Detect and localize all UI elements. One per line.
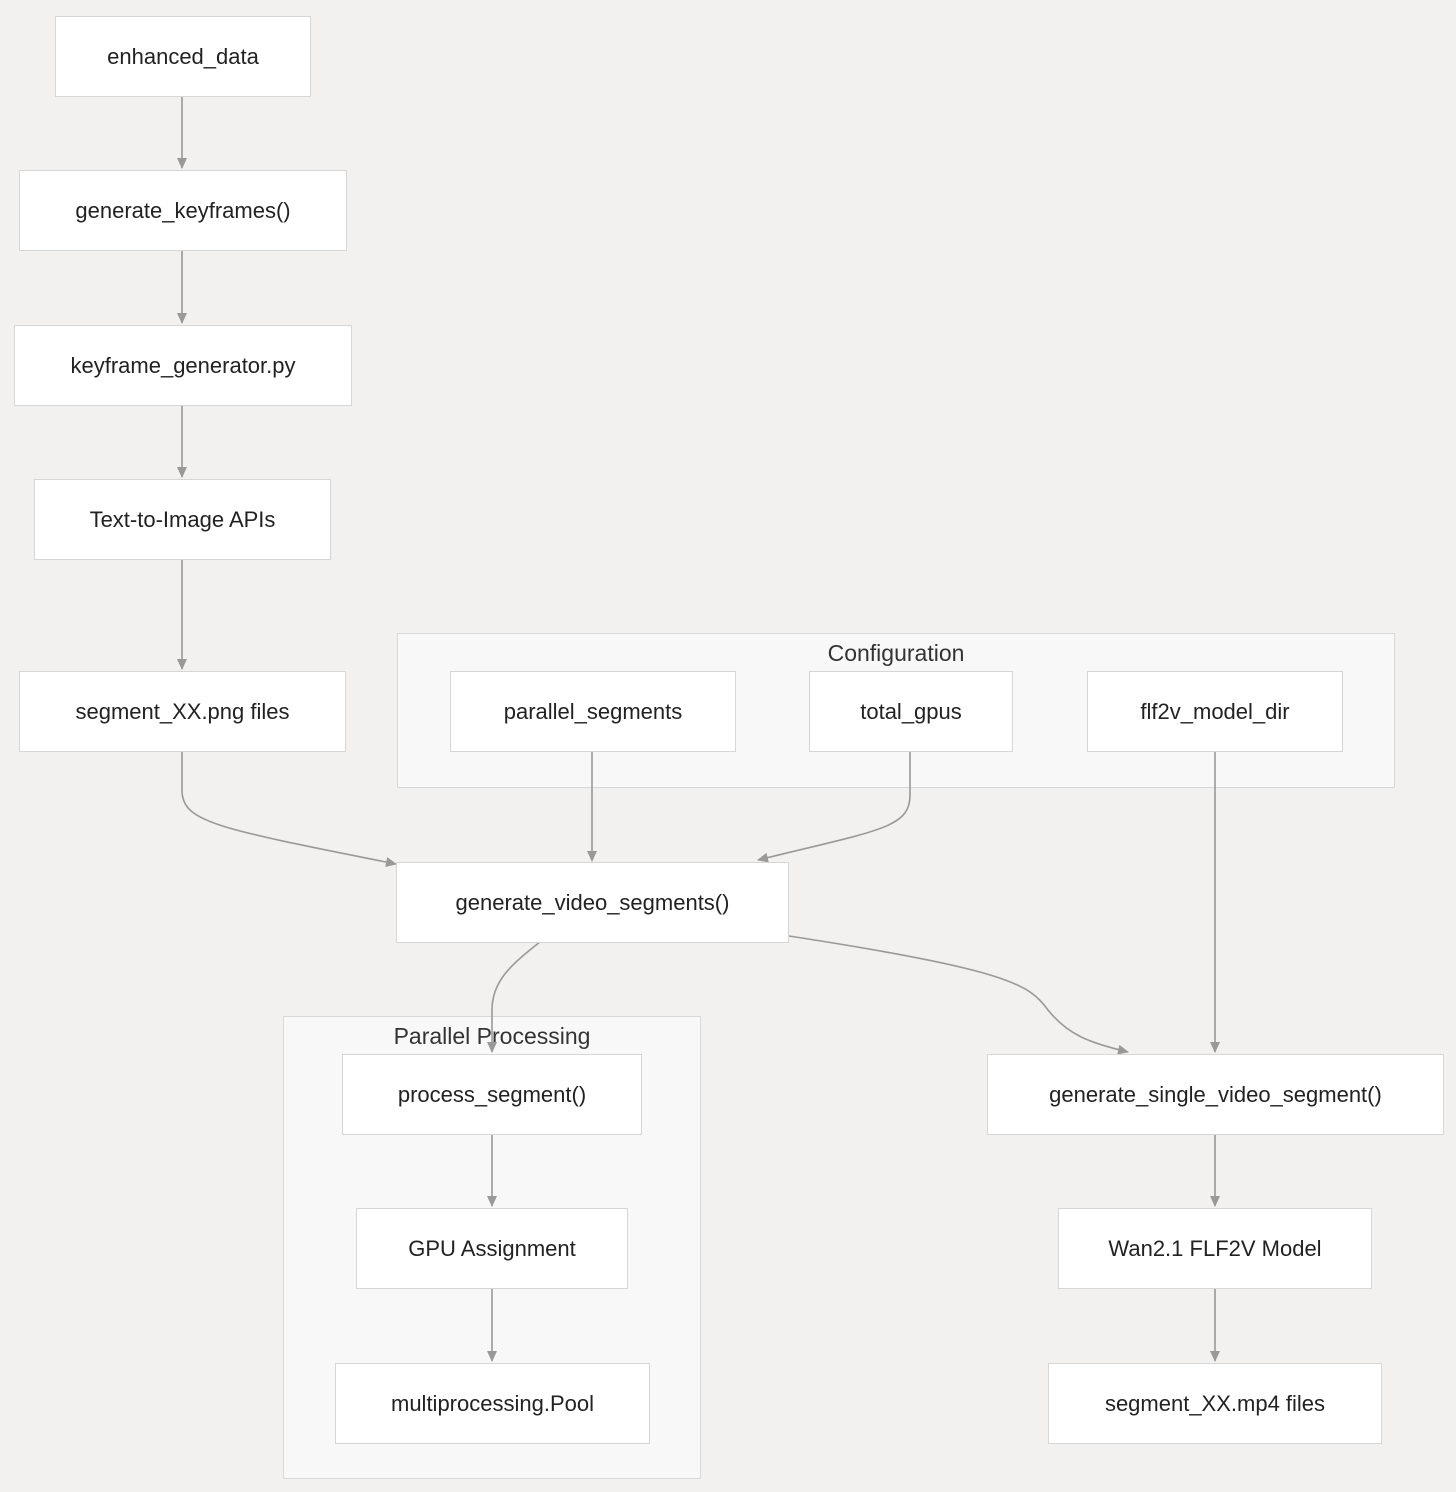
node-total-gpus[interactable]: total_gpus xyxy=(809,671,1013,752)
node-generate-keyframes-label: generate_keyframes() xyxy=(75,197,291,223)
node-process-segment-label: process_segment() xyxy=(397,1081,587,1107)
node-segment-png-files[interactable]: segment_XX.png files xyxy=(19,671,346,752)
node-segment-mp4-files[interactable]: segment_XX.mp4 files xyxy=(1048,1363,1382,1444)
node-generate-video-segments[interactable]: generate_video_segments() xyxy=(396,862,789,943)
node-text-to-image-apis[interactable]: Text-to-Image APIs xyxy=(34,479,331,560)
parallel-processing-group-title: Parallel Processing xyxy=(393,1023,591,1049)
node-generate-single-video-segment-label: generate_single_video_segment() xyxy=(1049,1081,1382,1107)
edge-generate-video-segments-to-generate-single-video-segment xyxy=(788,935,1129,1055)
node-total-gpus-label: total_gpus xyxy=(860,698,962,724)
node-multiprocessing-pool[interactable]: multiprocessing.Pool xyxy=(335,1363,650,1444)
node-generate-keyframes[interactable]: generate_keyframes() xyxy=(19,170,347,251)
node-segment-mp4-files-label: segment_XX.mp4 files xyxy=(1104,1390,1326,1416)
node-enhanced-data[interactable]: enhanced_data xyxy=(55,16,311,97)
node-enhanced-data-label: enhanced_data xyxy=(107,43,259,69)
node-flf2v-model-dir-label: flf2v_model_dir xyxy=(1140,698,1290,724)
node-multiprocessing-pool-label: multiprocessing.Pool xyxy=(391,1390,594,1416)
edge-segment-png-files-to-generate-video-segments xyxy=(181,751,397,867)
node-gpu-assignment-label: GPU Assignment xyxy=(408,1235,576,1261)
node-generate-single-video-segment[interactable]: generate_single_video_segment() xyxy=(987,1054,1444,1135)
node-keyframe-generator-label: keyframe_generator.py xyxy=(70,352,296,378)
node-flf2v-model-dir[interactable]: flf2v_model_dir xyxy=(1087,671,1343,752)
node-keyframe-generator[interactable]: keyframe_generator.py xyxy=(14,325,352,406)
node-generate-video-segments-label: generate_video_segments() xyxy=(455,889,730,915)
node-wan21-flf2v-model-label: Wan2.1 FLF2V Model xyxy=(1108,1235,1322,1261)
node-gpu-assignment[interactable]: GPU Assignment xyxy=(356,1208,628,1289)
node-segment-png-files-label: segment_XX.png files xyxy=(75,698,290,724)
node-parallel-segments[interactable]: parallel_segments xyxy=(450,671,736,752)
node-process-segment[interactable]: process_segment() xyxy=(342,1054,642,1135)
node-wan21-flf2v-model[interactable]: Wan2.1 FLF2V Model xyxy=(1058,1208,1372,1289)
node-text-to-image-apis-label: Text-to-Image APIs xyxy=(89,506,276,532)
node-parallel-segments-label: parallel_segments xyxy=(503,698,683,724)
configuration-group-title: Configuration xyxy=(827,640,965,666)
